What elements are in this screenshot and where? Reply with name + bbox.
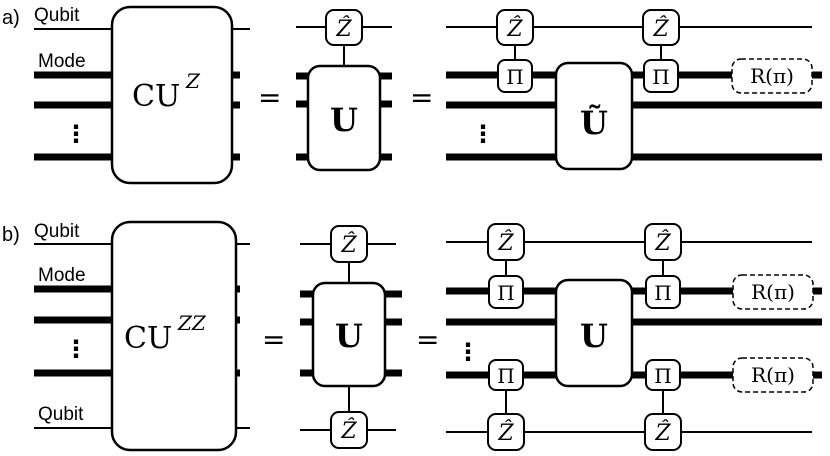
z-gate-label: Ẑ <box>652 15 669 42</box>
pi-gate-label: Π <box>506 65 523 89</box>
rotation-gate-label: R(π) <box>750 64 794 88</box>
z-gate-label: Ẑ <box>340 417 357 444</box>
z-gate <box>644 223 682 261</box>
pi-gate-label: Π <box>497 364 514 388</box>
cu-gate-base-label: CU <box>132 79 180 114</box>
z-gate <box>325 9 363 46</box>
panel-b: b) Qubit Mode ⋮ Qubit CU ZZ = <box>2 220 822 452</box>
z-gate-label: Ẑ <box>335 15 352 42</box>
pi-gate-label: Π <box>497 281 514 305</box>
pi-gate <box>488 359 524 391</box>
wire-ellipsis: ⋮ <box>64 336 88 363</box>
z-gate-label: Ẑ <box>654 419 671 446</box>
u-gate <box>306 64 382 172</box>
rotation-gate-label: R(π) <box>751 280 795 304</box>
qubit-top-label: Qubit <box>34 221 80 242</box>
pi-gate-label: Π <box>652 65 669 89</box>
rotation-gate-dashed <box>732 274 814 310</box>
z-gate-label: Ẑ <box>497 229 514 256</box>
equals-sign: = <box>258 81 281 114</box>
pi-gate <box>645 359 681 391</box>
u-gate <box>554 278 634 388</box>
cu-z-gate-box <box>110 5 234 185</box>
cu-zz-gate-box <box>110 220 238 452</box>
mode-label: Mode <box>38 265 86 286</box>
z-gate-label: Ẑ <box>497 419 514 446</box>
z-gate <box>487 223 525 261</box>
z-gate-label: Ẑ <box>654 229 671 256</box>
equals-sign: = <box>410 81 433 114</box>
u-gate-label: U <box>330 101 358 139</box>
panel-b-right-circuit: ⋮ Ẑ Π Π Ẑ U Ẑ Π Π Ẑ <box>446 223 822 451</box>
pi-gate <box>497 59 533 93</box>
panel-a-right-circuit: ⋮ Ẑ Π Ũ Ẑ Π R(π) <box>446 9 822 171</box>
cu-gate-superscript: Z <box>185 69 201 93</box>
rotation-gate-dashed <box>731 58 813 94</box>
pi-gate-label: Π <box>654 364 671 388</box>
panel-b-label: b) <box>2 224 20 246</box>
equals-sign: = <box>416 323 439 356</box>
pi-gate <box>488 275 524 309</box>
pi-gate <box>643 59 679 93</box>
panel-a-middle-circuit: Ẑ U = <box>296 9 433 172</box>
panel-b-middle-circuit: Ẑ U Ẑ = <box>300 225 439 449</box>
panel-b-left-circuit: Qubit Mode ⋮ Qubit CU ZZ = <box>34 220 285 452</box>
z-gate <box>642 9 680 46</box>
wire-ellipsis: ⋮ <box>64 121 88 148</box>
u-gate <box>311 281 387 388</box>
rotation-gate-dashed <box>732 357 814 393</box>
qubit-bottom-label: Qubit <box>38 404 84 425</box>
pi-gate <box>645 275 681 309</box>
z-gate-bottom <box>330 411 368 449</box>
z-gate-label: Ẑ <box>506 15 523 42</box>
z-gate-label: Ẑ <box>340 231 357 258</box>
z-gate-top <box>330 225 368 263</box>
u-tilde-gate <box>554 61 634 171</box>
qubit-label: Qubit <box>34 5 80 26</box>
equals-sign: = <box>262 323 285 356</box>
wire-ellipsis: ⋮ <box>456 339 480 366</box>
z-gate <box>487 413 525 451</box>
mode-label: Mode <box>38 51 86 72</box>
panel-a-left-circuit: Qubit Mode ⋮ CU Z = <box>34 5 281 185</box>
wire-ellipsis: ⋮ <box>471 121 495 148</box>
cu-gate-superscript: ZZ <box>177 311 207 335</box>
panel-a-label: a) <box>2 7 20 29</box>
u-gate-label: U <box>335 317 363 355</box>
z-gate <box>496 9 534 46</box>
u-tilde-gate-label: Ũ <box>580 104 608 142</box>
z-gate <box>644 413 682 451</box>
u-gate-label: U <box>580 317 608 355</box>
cu-gate-base-label: CU <box>124 321 172 356</box>
rotation-gate-label: R(π) <box>751 363 795 387</box>
panel-a: a) Qubit Mode ⋮ CU Z = Ẑ U = <box>2 5 822 185</box>
pi-gate-label: Π <box>654 281 671 305</box>
